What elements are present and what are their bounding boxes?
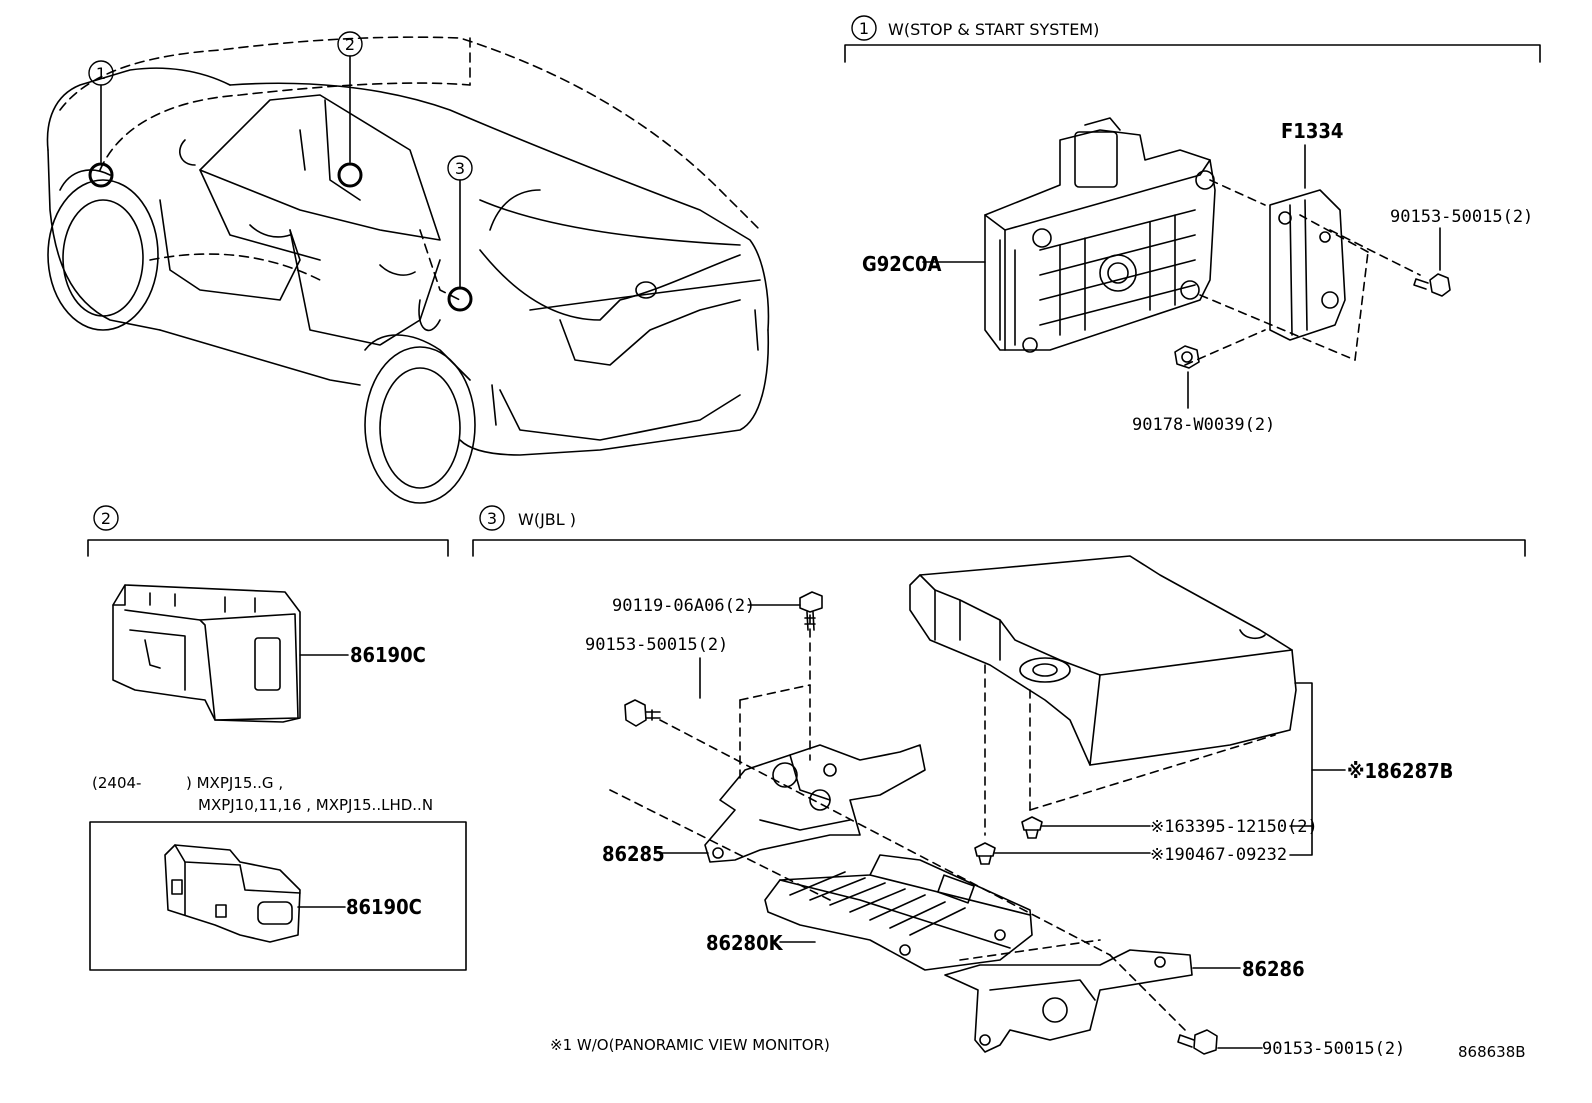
switch-86190c-b — [164, 844, 301, 943]
diagram-id: 868638B — [1458, 1043, 1526, 1061]
bolt-icon — [624, 699, 661, 727]
amplifier-cover — [909, 555, 1297, 766]
label-bolt-1: 90153-50015(2) — [1390, 207, 1533, 227]
section-3-number: 3 — [487, 509, 497, 528]
section-2-number: 2 — [101, 509, 111, 528]
section-1-title: W(STOP & START SYSTEM) — [888, 20, 1099, 39]
nut-icon — [1174, 345, 1200, 369]
bolt-icon — [1413, 273, 1451, 297]
section-1-number: 1 — [859, 19, 869, 38]
section-3-title: W(JBL ) — [518, 510, 576, 529]
label-bolt-3c: 90153-50015(2) — [1262, 1039, 1405, 1059]
label-cover: ※186287B — [1347, 759, 1453, 783]
bracket-86286 — [944, 949, 1193, 1053]
bolt-icon — [799, 591, 823, 631]
label-clip-a: ※163395-12150(2) — [1150, 817, 1318, 837]
bracket-86285 — [704, 744, 926, 863]
callout-2: 2 — [345, 35, 355, 54]
stop-start-module — [984, 117, 1216, 353]
applicability-models-1: ) MXPJ15..G , — [186, 774, 283, 792]
label-switch-a: 86190C — [350, 643, 426, 667]
variant-box — [89, 821, 467, 971]
clip-icon — [974, 842, 996, 865]
section-3-dashlines — [609, 614, 1276, 1031]
label-g92c0a: G92C0A — [862, 252, 942, 276]
bolt-icon — [1177, 1029, 1218, 1055]
label-bolt-3b: 90153-50015(2) — [585, 635, 728, 655]
label-switch-b: 86190C — [346, 895, 422, 919]
amplifier-86280k — [764, 854, 1033, 971]
callout-1: 1 — [96, 64, 106, 83]
section-1-frame — [844, 15, 1541, 63]
label-bracket-86286: 86286 — [1242, 957, 1305, 981]
section-3-frame — [472, 505, 1526, 557]
label-bolt-3a: 90119-06A06(2) — [612, 596, 755, 616]
vehicle-illustration — [46, 31, 770, 504]
bracket-f1334 — [1269, 189, 1346, 341]
section-1-dashlines — [1184, 179, 1421, 366]
applicability-models-2: MXPJ10,11,16 , MXPJ15..LHD..N — [198, 796, 433, 814]
label-nut-1: 90178-W0039(2) — [1132, 415, 1275, 435]
switch-86190c-a — [112, 584, 301, 723]
section-2-frame — [87, 505, 449, 557]
label-f1334: F1334 — [1281, 119, 1343, 143]
label-clip-b: ※190467-09232 — [1150, 845, 1287, 865]
callout-3: 3 — [455, 159, 465, 178]
label-amp-86280k: 86280K — [706, 931, 784, 955]
label-bracket-86285: 86285 — [602, 842, 665, 866]
applicability-code: (2404- — [92, 774, 141, 792]
clip-icon — [1021, 816, 1043, 839]
footnote: ※1 W/O(PANORAMIC VIEW MONITOR) — [550, 1036, 830, 1054]
